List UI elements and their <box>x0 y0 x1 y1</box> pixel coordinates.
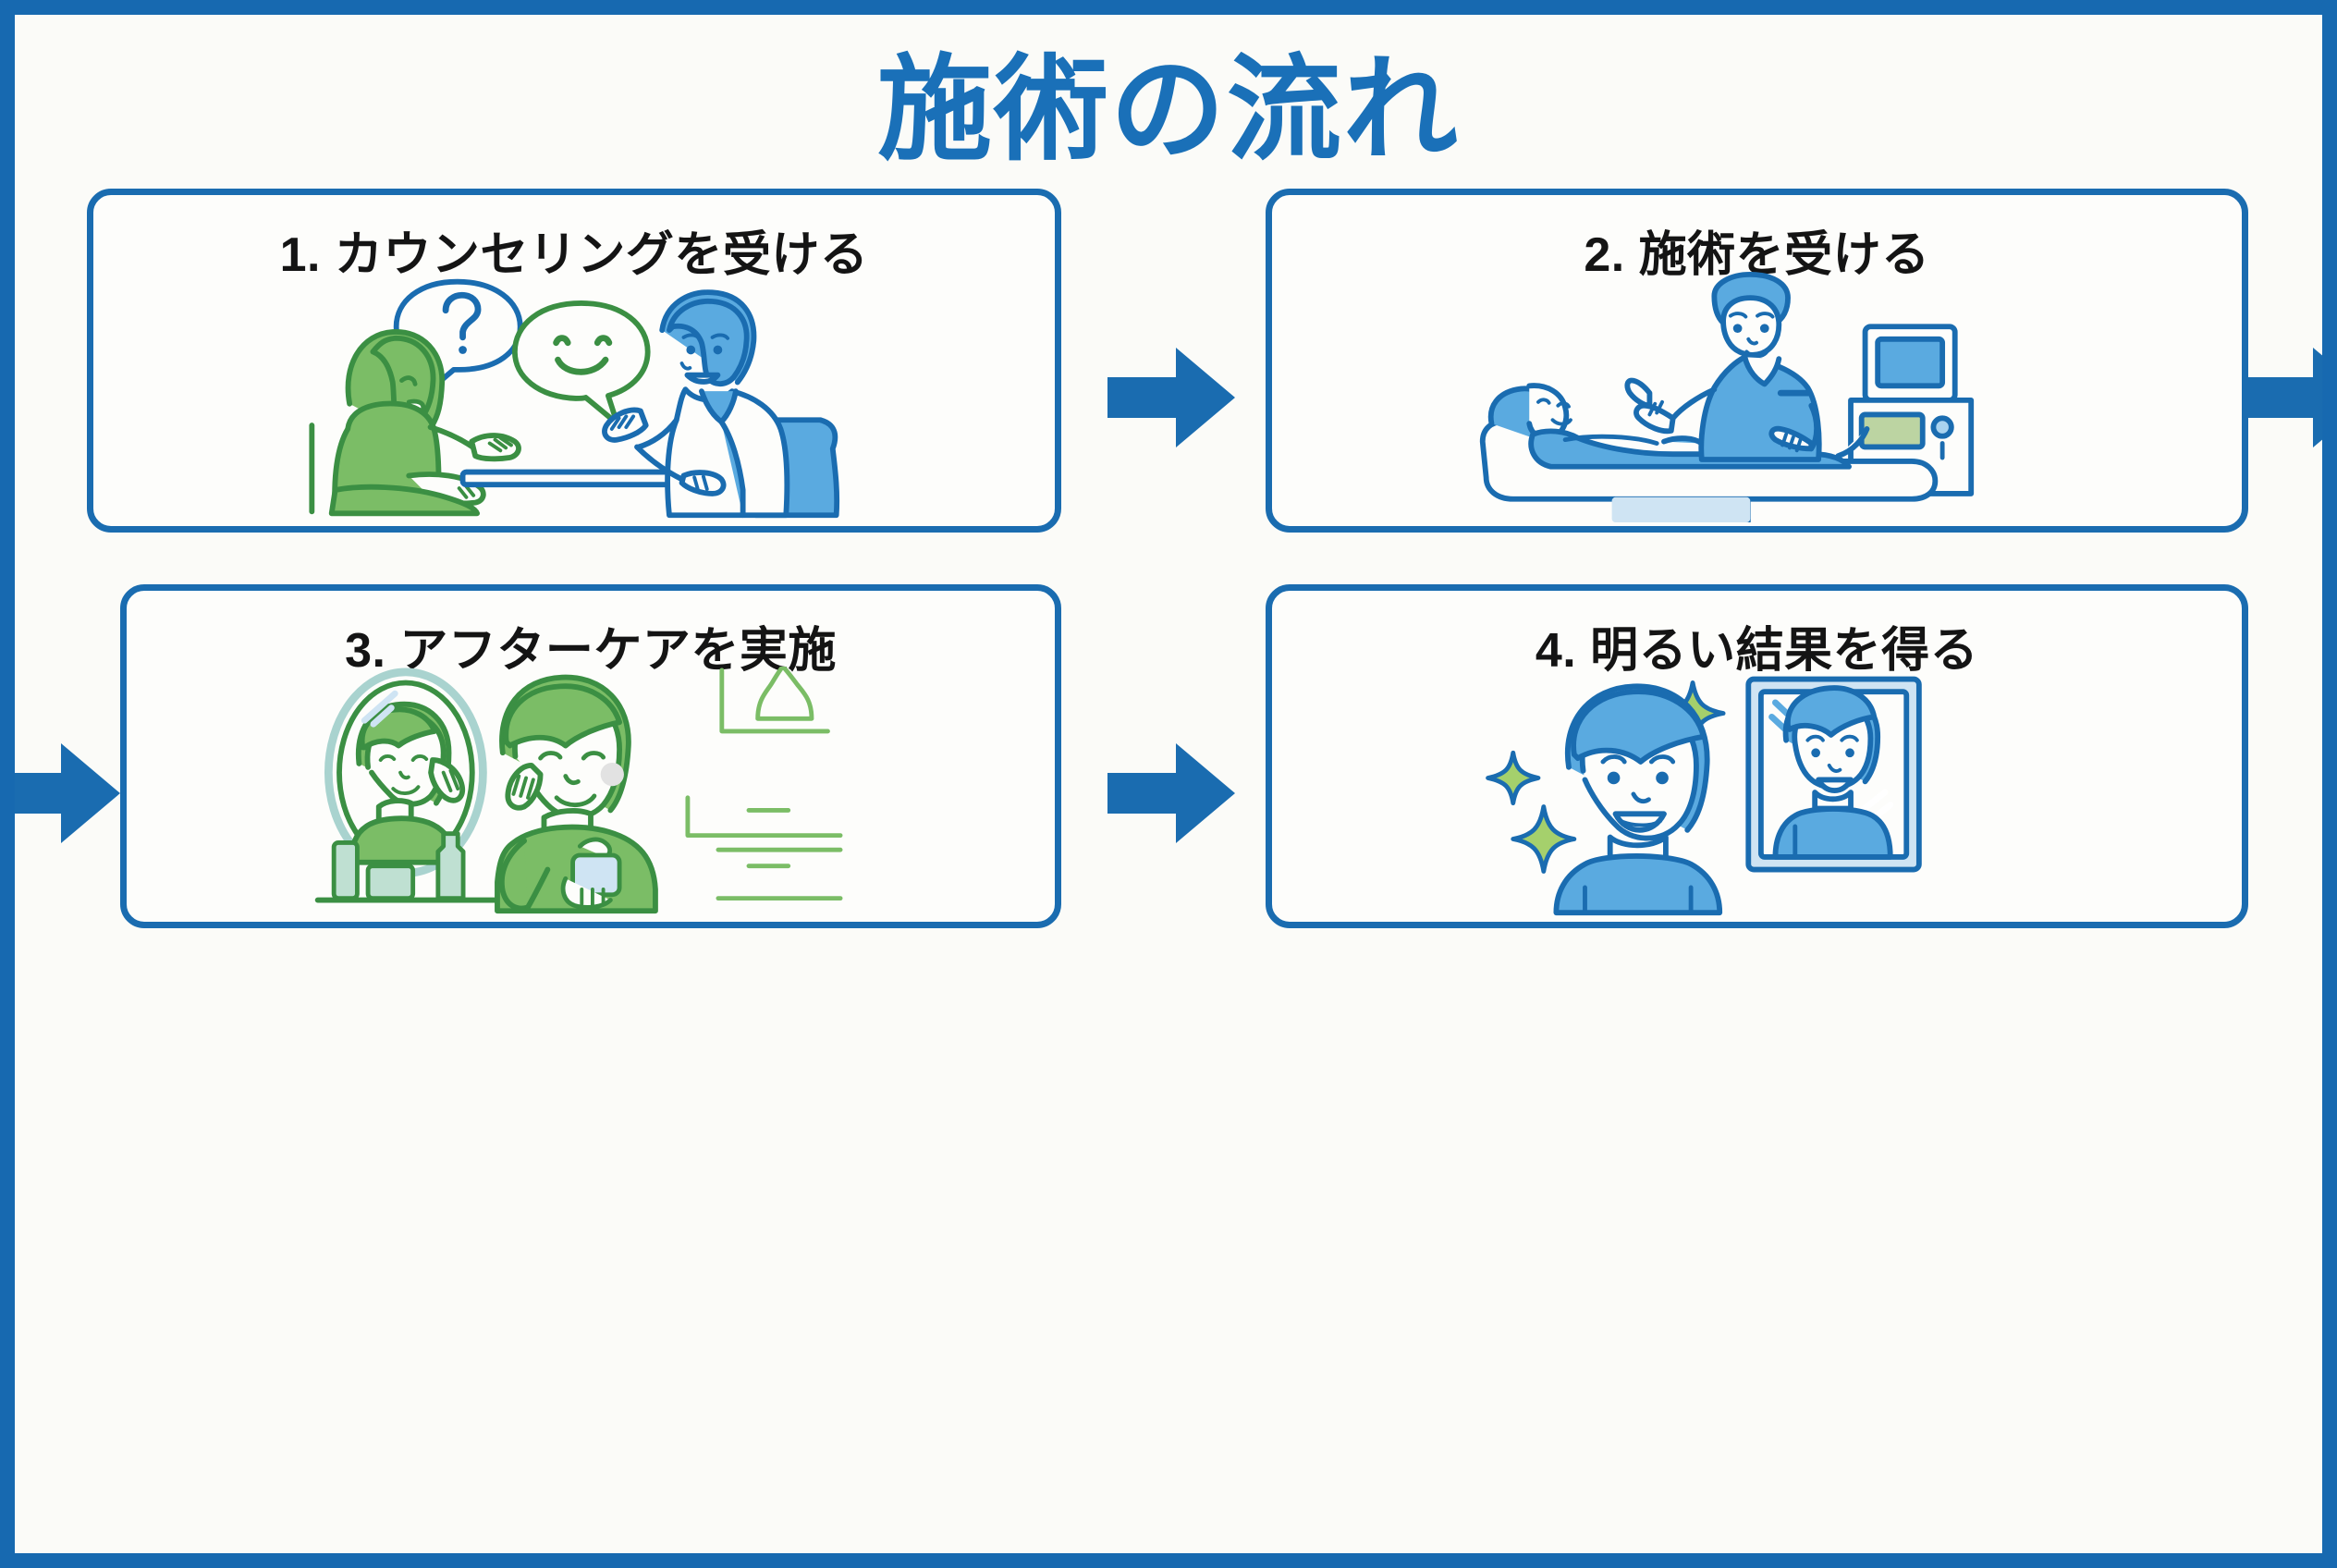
standing-mirror-icon <box>1744 676 1922 873</box>
mirror-reflection-figure <box>1772 685 1893 860</box>
result-illustration <box>1272 667 2242 918</box>
consultation-table <box>459 469 678 488</box>
step-card-2[interactable]: 2. 施術を受ける <box>1266 189 2248 533</box>
cosmetic-bottles-icon <box>314 831 504 903</box>
aftercare-illustration <box>127 667 1055 918</box>
counseling-illustration <box>93 271 1055 522</box>
page-title: 施術の流れ <box>876 46 1460 174</box>
mirror-reflection <box>349 690 465 865</box>
step-card-4[interactable]: 4. 明るい結果を得る <box>1266 584 2248 928</box>
infographic-canvas: 施術の流れ 1. カウンセリングを受ける <box>15 15 2322 1553</box>
oval-mirror-icon <box>324 668 487 877</box>
arrow-step1-to-step2 <box>1107 346 1237 449</box>
smiling-woman-icon <box>1552 683 1722 916</box>
step-card-1[interactable]: 1. カウンセリングを受ける <box>87 189 1061 533</box>
arrow-step3-to-step4 <box>1107 741 1237 845</box>
step-card-4-title: 4. 明るい結果を得る <box>1535 624 1979 678</box>
cream-jar-icon <box>560 837 622 910</box>
practitioner-scrubs-icon <box>1623 271 1822 462</box>
step-card-1-title: 1. カウンセリングを受ける <box>279 228 869 282</box>
smiley-speech-bubble-icon <box>511 300 651 427</box>
arrow-row2-wrap-in <box>15 741 122 845</box>
shelf-decor-icon <box>685 667 843 901</box>
treatment-illustration <box>1272 271 2242 522</box>
arrow-row1-wrap-out <box>2245 346 2322 449</box>
doctor-figure-blue <box>602 289 840 519</box>
woman-applying-cream-icon <box>495 674 658 914</box>
step-card-3[interactable]: 3. アフターケアを実施 <box>120 584 1061 928</box>
patient-figure-green <box>328 329 521 517</box>
step-card-3-title: 3. アフターケアを実施 <box>345 624 837 678</box>
